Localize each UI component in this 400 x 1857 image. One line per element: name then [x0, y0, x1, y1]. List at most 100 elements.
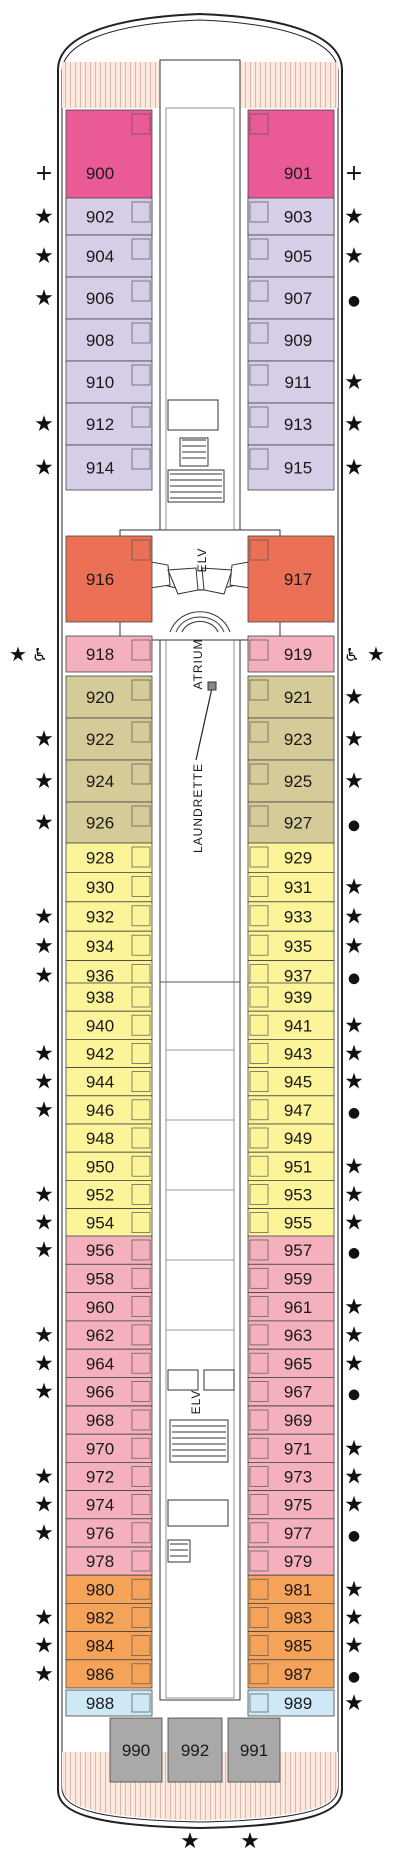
cabin-945[interactable]: 945 — [247, 1067, 335, 1097]
cabin-950[interactable]: 950 — [65, 1151, 153, 1181]
cabin-985[interactable]: 985 — [247, 1631, 335, 1661]
cabin-927[interactable]: 927 — [247, 801, 335, 844]
cabin-982[interactable]: 982 — [65, 1603, 153, 1633]
cabin-964[interactable]: 964 — [65, 1348, 153, 1378]
cabin-955[interactable]: 955 — [247, 1208, 335, 1238]
cabin-902[interactable]: 902 — [65, 197, 153, 236]
cabin-974[interactable]: 974 — [65, 1490, 153, 1520]
cabin-965[interactable]: 965 — [247, 1348, 335, 1378]
cabin-975[interactable]: 975 — [247, 1490, 335, 1520]
cabin-957[interactable]: 957 — [247, 1235, 335, 1265]
cabin-907[interactable]: 907 — [247, 276, 335, 320]
cabin-916[interactable]: 916 — [65, 535, 153, 623]
cabin-915[interactable]: 915 — [247, 444, 335, 491]
cabin-971[interactable]: 971 — [247, 1433, 335, 1463]
cabin-952[interactable]: 952 — [65, 1180, 153, 1210]
cabin-979[interactable]: 979 — [247, 1546, 335, 1576]
cabin-978[interactable]: 978 — [65, 1546, 153, 1576]
cabin-bathroom-outline — [249, 113, 269, 135]
cabin-986[interactable]: 986 — [65, 1659, 153, 1689]
cabin-951[interactable]: 951 — [247, 1151, 335, 1181]
cabin-946[interactable]: 946 — [65, 1095, 153, 1125]
cabin-962[interactable]: 962 — [65, 1320, 153, 1350]
cabin-949[interactable]: 949 — [247, 1123, 335, 1153]
cabin-943[interactable]: 943 — [247, 1039, 335, 1069]
cabin-947[interactable]: 947 — [247, 1095, 335, 1125]
cabin-908[interactable]: 908 — [65, 318, 153, 362]
cabin-number: 963 — [284, 1326, 312, 1345]
cabin-903[interactable]: 903 — [247, 197, 335, 236]
cabin-933[interactable]: 933 — [247, 901, 335, 932]
cabin-922[interactable]: 922 — [65, 717, 153, 761]
cabin-930[interactable]: 930 — [65, 872, 153, 903]
cabin-970[interactable]: 970 — [65, 1433, 153, 1463]
cabin-number: 941 — [284, 1016, 312, 1035]
cabin-976[interactable]: 976 — [65, 1518, 153, 1548]
cabin-924[interactable]: 924 — [65, 759, 153, 803]
cabin-909[interactable]: 909 — [247, 318, 335, 362]
cabin-910[interactable]: 910 — [65, 360, 153, 404]
cabin-973[interactable]: 973 — [247, 1462, 335, 1492]
cabin-956[interactable]: 956 — [65, 1235, 153, 1265]
cabin-935[interactable]: 935 — [247, 930, 335, 962]
cabin-921[interactable]: 921 — [247, 675, 335, 719]
cabin-918[interactable]: 918 — [65, 635, 153, 673]
cabin-928[interactable]: 928 — [65, 842, 153, 873]
star-icon: ★ — [367, 642, 385, 666]
cabin-980[interactable]: 980 — [65, 1574, 153, 1604]
cabin-977[interactable]: 977 — [247, 1518, 335, 1548]
cabin-bathroom-outline — [131, 986, 151, 1008]
cabin-925[interactable]: 925 — [247, 759, 335, 803]
cabin-954[interactable]: 954 — [65, 1208, 153, 1238]
cabin-913[interactable]: 913 — [247, 402, 335, 446]
cabin-961[interactable]: 961 — [247, 1292, 335, 1322]
cabin-981[interactable]: 981 — [247, 1574, 335, 1604]
cabin-area — [65, 1518, 153, 1548]
cabin-989[interactable]: 989 — [247, 1689, 335, 1717]
cabin-988[interactable]: 988 — [65, 1689, 153, 1717]
cabin-920[interactable]: 920 — [65, 675, 153, 719]
cabin-929[interactable]: 929 — [247, 842, 335, 873]
cabin-969[interactable]: 969 — [247, 1405, 335, 1435]
cabin-926[interactable]: 926 — [65, 801, 153, 844]
cabin-914[interactable]: 914 — [65, 444, 153, 491]
cabin-991[interactable]: 991 — [227, 1717, 281, 1783]
cabin-911[interactable]: 911 — [247, 360, 335, 404]
cabin-987[interactable]: 987 — [247, 1659, 335, 1689]
cabin-number: 949 — [284, 1129, 312, 1148]
cabin-931[interactable]: 931 — [247, 872, 335, 903]
cabin-912[interactable]: 912 — [65, 402, 153, 446]
cabin-983[interactable]: 983 — [247, 1603, 335, 1633]
cabin-940[interactable]: 940 — [65, 1010, 153, 1040]
cabin-958[interactable]: 958 — [65, 1263, 153, 1294]
dot-icon: ● — [348, 293, 360, 309]
cabin-967[interactable]: 967 — [247, 1377, 335, 1407]
cabin-939[interactable]: 939 — [247, 982, 335, 1012]
cabin-984[interactable]: 984 — [65, 1631, 153, 1661]
cabin-917[interactable]: 917 — [247, 535, 335, 623]
cabin-960[interactable]: 960 — [65, 1292, 153, 1322]
cabin-bathroom-outline — [131, 1635, 151, 1656]
cabin-934[interactable]: 934 — [65, 930, 153, 962]
cabin-963[interactable]: 963 — [247, 1320, 335, 1350]
cabin-944[interactable]: 944 — [65, 1067, 153, 1097]
cabin-972[interactable]: 972 — [65, 1462, 153, 1492]
cabin-953[interactable]: 953 — [247, 1180, 335, 1210]
cabin-959[interactable]: 959 — [247, 1263, 335, 1294]
cabin-968[interactable]: 968 — [65, 1405, 153, 1435]
cabin-919[interactable]: 919 — [247, 635, 335, 673]
cabin-948[interactable]: 948 — [65, 1123, 153, 1153]
cabin-990[interactable]: 990 — [109, 1717, 163, 1783]
cabin-923[interactable]: 923 — [247, 717, 335, 761]
cabin-number: 937 — [284, 966, 312, 985]
cabin-906[interactable]: 906 — [65, 276, 153, 320]
cabin-938[interactable]: 938 — [65, 982, 153, 1012]
cabin-932[interactable]: 932 — [65, 901, 153, 932]
cabin-905[interactable]: 905 — [247, 234, 335, 278]
cabin-area — [247, 318, 335, 362]
cabin-992[interactable]: 992 — [167, 1717, 223, 1783]
cabin-942[interactable]: 942 — [65, 1039, 153, 1069]
cabin-904[interactable]: 904 — [65, 234, 153, 278]
cabin-941[interactable]: 941 — [247, 1010, 335, 1040]
cabin-966[interactable]: 966 — [65, 1377, 153, 1407]
